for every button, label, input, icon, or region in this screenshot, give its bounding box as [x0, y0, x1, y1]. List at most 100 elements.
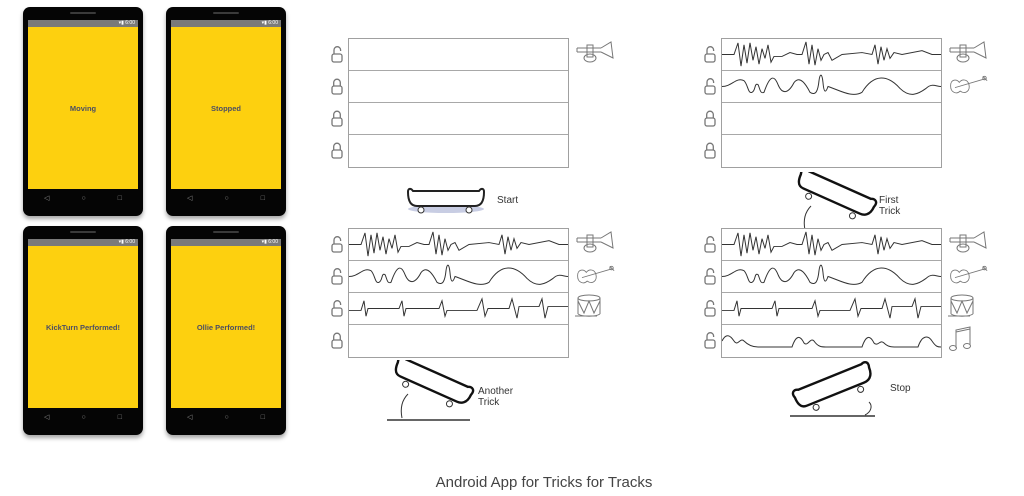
track-lane[interactable]	[722, 103, 941, 135]
skateboard-icon	[785, 360, 905, 425]
unlocked-lock-icon[interactable]	[703, 267, 717, 285]
trumpet-waveform	[349, 231, 568, 257]
nav-bar: ◁ ○ □	[171, 189, 281, 207]
status-bar: ▾▮ 6:00	[171, 239, 281, 246]
drum-waveform-svg	[722, 296, 941, 319]
violin-waveform-svg	[722, 74, 941, 95]
locked-lock-icon[interactable]	[330, 141, 344, 159]
unlocked-lock-icon[interactable]	[703, 45, 717, 63]
drum-waveform	[349, 296, 568, 319]
screen-status-text: Ollie Performed!	[196, 322, 256, 332]
track-lane[interactable]	[722, 71, 941, 103]
phone-stopped: ▾▮ 6:00 Stopped ◁ ○ □	[166, 7, 286, 216]
melody-waveform-svg	[722, 335, 941, 348]
unlocked-lock-icon[interactable]	[330, 45, 344, 63]
track-lane[interactable]	[349, 39, 568, 71]
track-lanes	[348, 228, 569, 358]
home-icon[interactable]: ○	[81, 413, 86, 421]
recents-icon[interactable]: □	[117, 194, 122, 202]
violin-waveform	[722, 264, 941, 285]
locked-lock-icon[interactable]	[703, 109, 717, 127]
unlocked-lock-icon[interactable]	[703, 331, 717, 349]
phone-screen: Ollie Performed!	[171, 246, 281, 408]
locked-lock-icon[interactable]	[330, 77, 344, 95]
unlocked-lock-icon[interactable]	[330, 267, 344, 285]
drum-waveform	[722, 296, 941, 319]
status-icons: ▾▮ 6:00	[118, 20, 135, 26]
skateboard-icon	[382, 355, 482, 429]
violin-waveform	[722, 74, 941, 95]
track-lanes	[721, 228, 942, 358]
track-lane[interactable]	[722, 229, 941, 261]
track-lanes	[721, 38, 942, 168]
nav-bar: ◁ ○ □	[171, 408, 281, 426]
status-bar: ▾▮ 6:00	[28, 20, 138, 27]
locked-lock-icon[interactable]	[330, 109, 344, 127]
track-lane[interactable]	[349, 135, 568, 167]
unlocked-lock-icon[interactable]	[703, 299, 717, 317]
unlocked-lock-icon[interactable]	[330, 299, 344, 317]
track-lane[interactable]	[349, 103, 568, 135]
phone-moving: ▾▮ 6:00 Moving ◁ ○ □	[23, 7, 143, 216]
back-icon[interactable]: ◁	[44, 413, 50, 421]
home-icon[interactable]: ○	[224, 413, 229, 421]
screen-status-text: KickTurn Performed!	[45, 322, 121, 332]
recents-icon[interactable]: □	[260, 413, 265, 421]
back-icon[interactable]: ◁	[187, 194, 193, 202]
recents-icon[interactable]: □	[260, 194, 265, 202]
status-icons: ▾▮ 6:00	[261, 20, 278, 26]
track-lane[interactable]	[349, 261, 568, 293]
skateboard-icon	[405, 186, 487, 221]
phone-speaker	[70, 231, 96, 233]
track-lane[interactable]	[722, 261, 941, 293]
back-icon[interactable]: ◁	[44, 194, 50, 202]
unlocked-lock-icon[interactable]	[703, 235, 717, 253]
nav-bar: ◁ ○ □	[28, 408, 138, 426]
state-label: Start	[497, 195, 519, 206]
status-bar: ▾▮ 6:00	[171, 20, 281, 27]
violin-waveform-svg	[349, 264, 568, 285]
status-icons: ▾▮ 6:00	[261, 239, 278, 245]
trumpet-waveform	[722, 231, 941, 257]
track-lane[interactable]	[349, 325, 568, 357]
track-lane[interactable]	[349, 229, 568, 261]
phone-speaker	[70, 12, 96, 14]
track-lane[interactable]	[722, 39, 941, 71]
state-label: First Trick	[879, 195, 901, 217]
back-icon[interactable]: ◁	[187, 413, 193, 421]
home-icon[interactable]: ○	[81, 194, 86, 202]
state-label: Another Trick	[478, 386, 514, 408]
phone-screen: Stopped	[171, 27, 281, 189]
trumpet-waveform-svg	[722, 41, 941, 67]
home-icon[interactable]: ○	[224, 194, 229, 202]
violin-waveform	[349, 264, 568, 285]
trumpet-waveform-svg	[349, 231, 568, 257]
phone-speaker	[213, 231, 239, 233]
screen-status-text: Stopped	[211, 103, 241, 113]
track-lane[interactable]	[349, 293, 568, 325]
track-lanes	[348, 38, 569, 168]
track-lane[interactable]	[722, 293, 941, 325]
phone-speaker	[213, 12, 239, 14]
phone-kickturn: ▾▮ 6:00 KickTurn Performed! ◁ ○ □	[23, 226, 143, 435]
unlocked-lock-icon[interactable]	[703, 77, 717, 95]
screen-status-text: Moving	[69, 103, 97, 113]
nav-bar: ◁ ○ □	[28, 189, 138, 207]
phone-screen: KickTurn Performed!	[28, 246, 138, 408]
phone-screen: Moving	[28, 27, 138, 189]
status-icons: ▾▮ 6:00	[118, 239, 135, 245]
locked-lock-icon[interactable]	[703, 141, 717, 159]
track-lane[interactable]	[722, 135, 941, 167]
state-label: Stop	[890, 383, 911, 394]
violin-waveform-svg	[722, 264, 941, 285]
trumpet-waveform-svg	[722, 231, 941, 257]
phone-ollie: ▾▮ 6:00 Ollie Performed! ◁ ○ □	[166, 226, 286, 435]
track-lane[interactable]	[349, 71, 568, 103]
status-bar: ▾▮ 6:00	[28, 239, 138, 246]
track-lane[interactable]	[722, 325, 941, 357]
unlocked-lock-icon[interactable]	[330, 235, 344, 253]
recents-icon[interactable]: □	[117, 413, 122, 421]
figure-caption: Android App for Tricks for Tracks	[435, 474, 653, 491]
melody-waveform	[722, 335, 941, 348]
locked-lock-icon[interactable]	[330, 331, 344, 349]
